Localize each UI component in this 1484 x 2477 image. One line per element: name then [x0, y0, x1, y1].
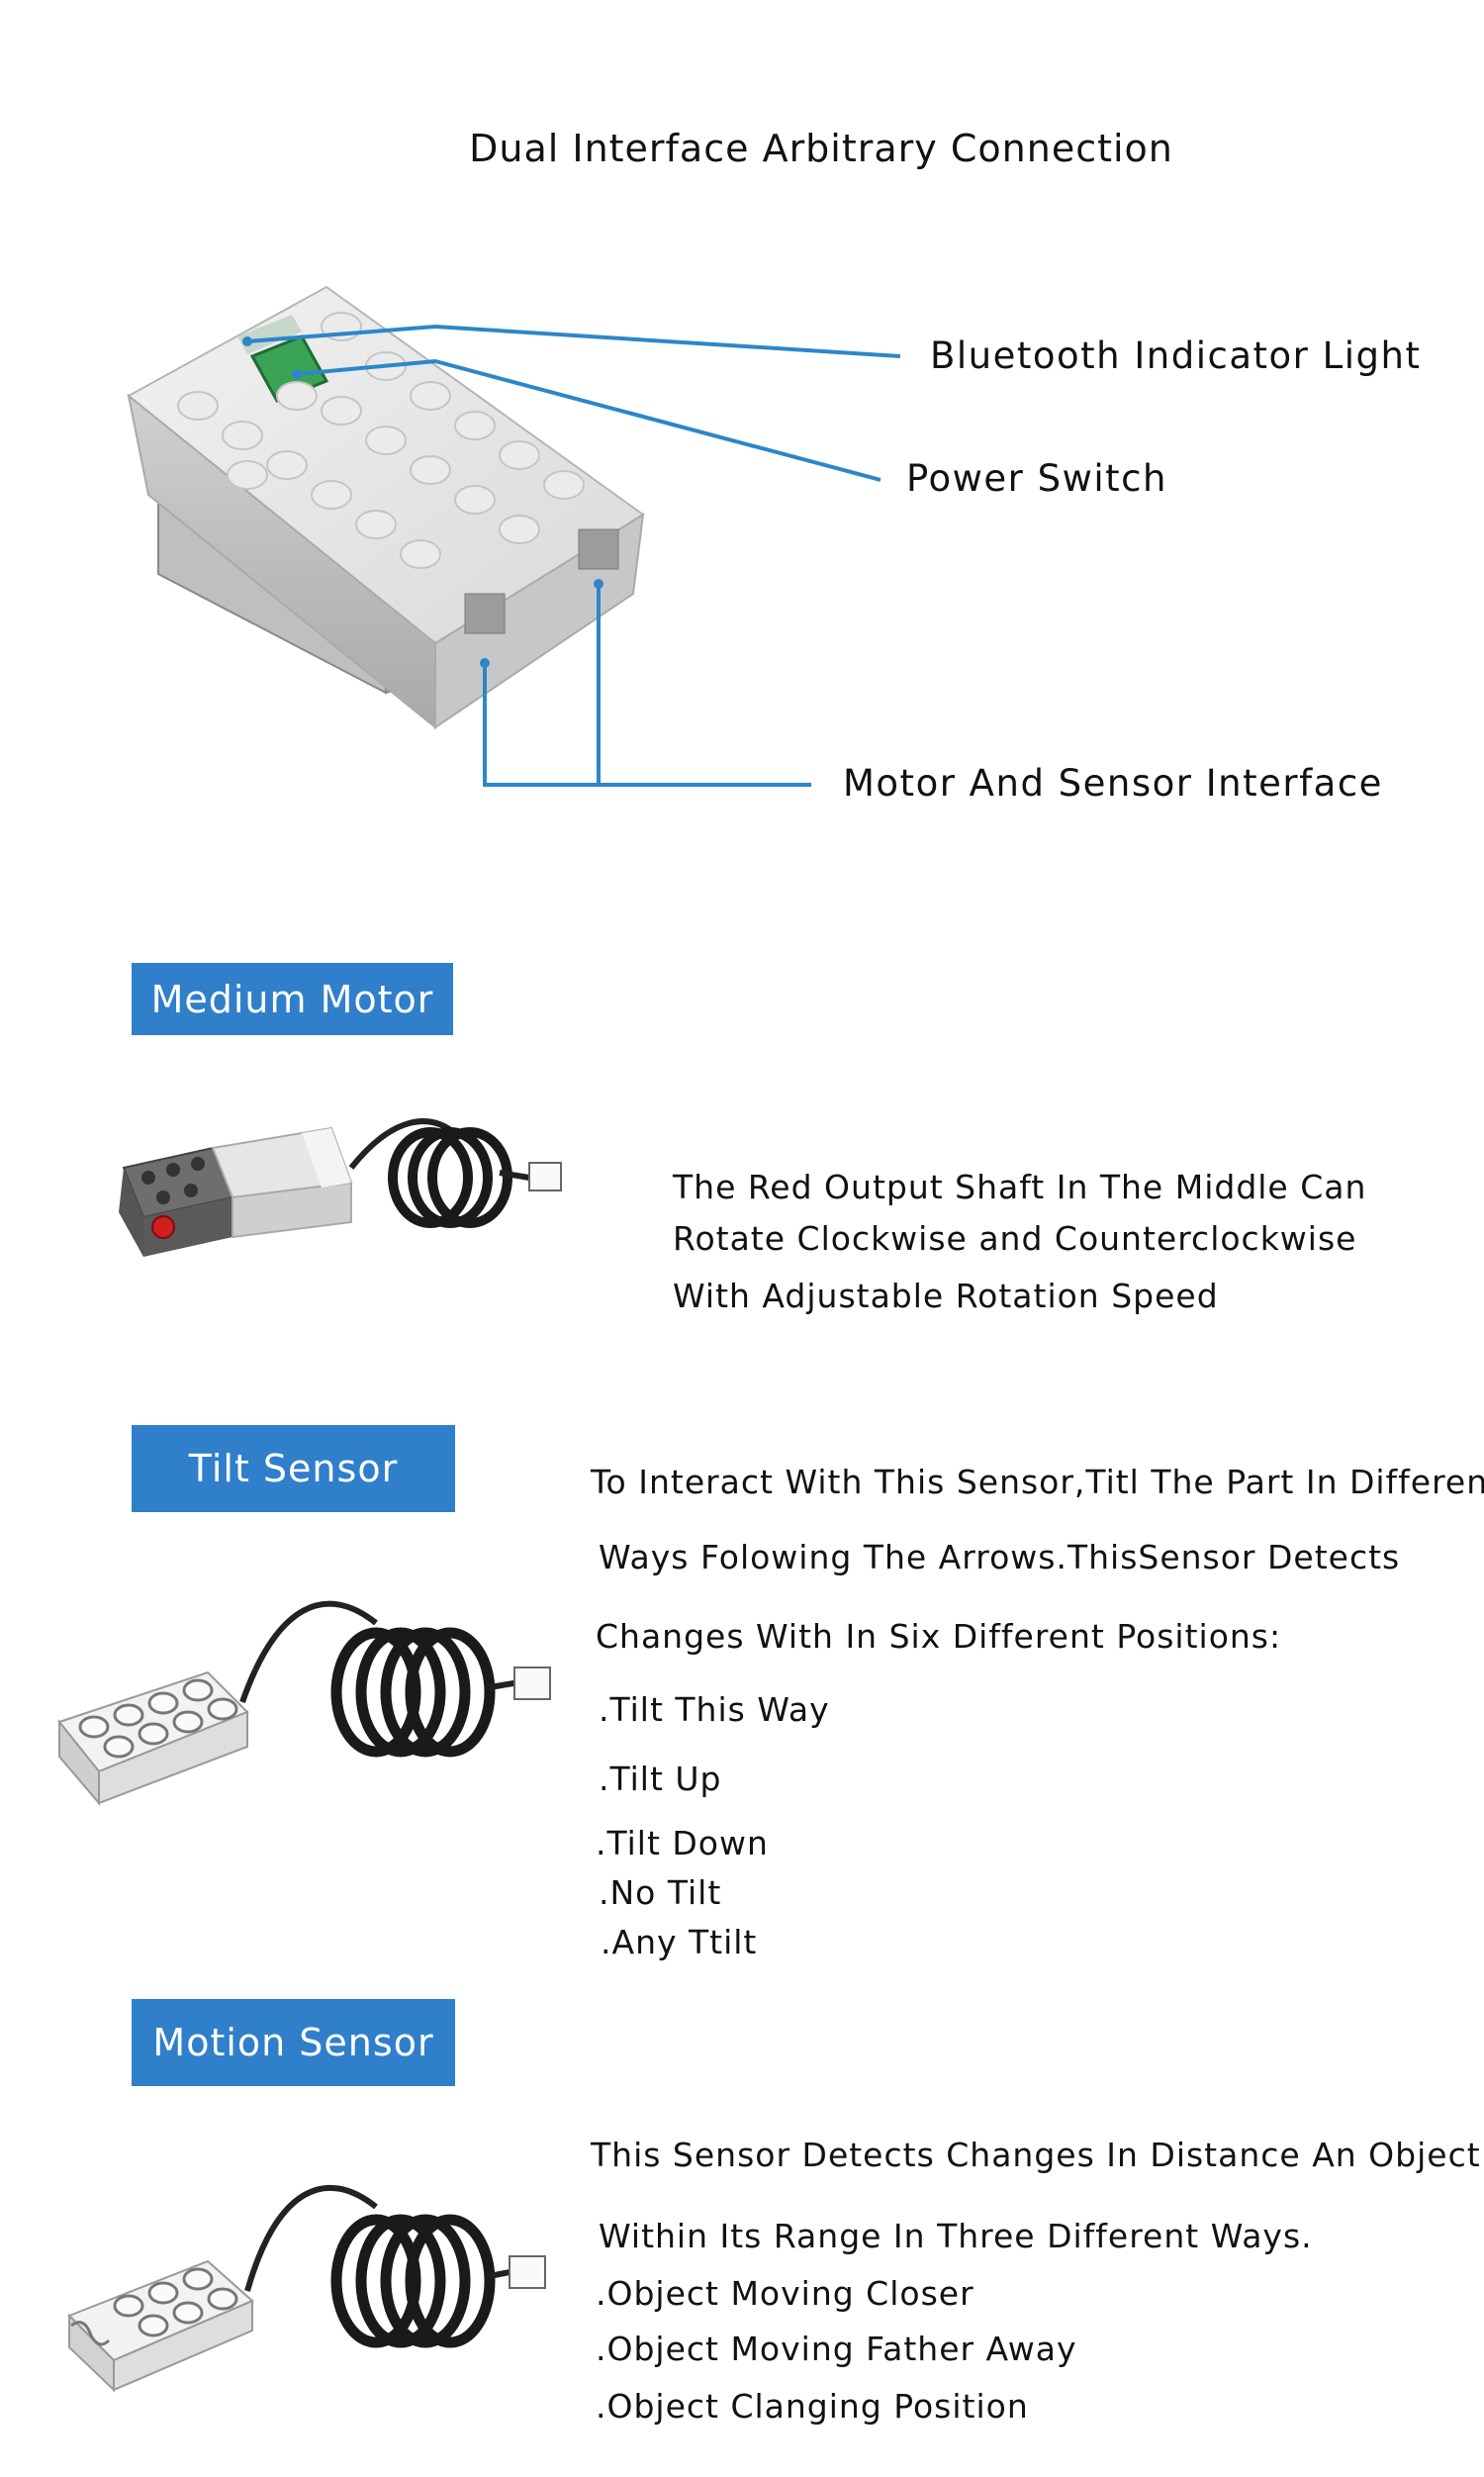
- page-title: Dual Interface Arbitrary Connection: [469, 127, 1173, 170]
- motion-sensor-line: .Object Moving Father Away: [596, 2330, 1077, 2368]
- bluetooth-indicator-label: Bluetooth Indicator Light: [930, 334, 1422, 377]
- motion-sensor-badge: Motion Sensor: [132, 1999, 455, 2086]
- tilt-sensor-line: .No Tilt: [599, 1873, 722, 1912]
- medium-motor-line: Rotate Clockwise and Counterclockwise: [673, 1219, 1357, 1258]
- tilt-sensor-line: .Tilt Down: [596, 1824, 769, 1862]
- medium-motor-line: The Red Output Shaft In The Middle Can: [673, 1168, 1367, 1206]
- tilt-sensor-image: [57, 1600, 551, 1806]
- motion-sensor-description: This Sensor Detects Changes In Distance …: [591, 2136, 1481, 2442]
- motor-sensor-interface-label: Motor And Sensor Interface: [843, 762, 1383, 805]
- smart-hub-image: [127, 285, 645, 730]
- tilt-sensor-line: .Any Ttilt: [601, 1923, 758, 1961]
- tilt-sensor-description: To Interact With This Sensor,Titl The Pa…: [591, 1463, 1484, 1967]
- motion-sensor-image: [67, 2184, 546, 2393]
- medium-motor-badge: Medium Motor: [132, 963, 453, 1035]
- hub-diagram: [127, 285, 901, 787]
- motion-sensor-line: .Object Moving Closer: [596, 2274, 974, 2313]
- power-switch-label: Power Switch: [906, 457, 1167, 500]
- motion-sensor-line: .Object Clanging Position: [596, 2387, 1029, 2426]
- tilt-sensor-line: .Tilt Up: [599, 1760, 722, 1798]
- tilt-sensor-line: Ways Folowing The Arrows.ThisSensor Dete…: [599, 1538, 1401, 1576]
- tilt-sensor-line: Changes With In Six Different Positions:: [596, 1617, 1282, 1656]
- motion-sensor-line: This Sensor Detects Changes In Distance …: [591, 2136, 1481, 2174]
- medium-motor-description: The Red Output Shaft In The Middle Can R…: [673, 1168, 1425, 1326]
- medium-motor-image: [119, 1118, 562, 1257]
- medium-motor-line: With Adjustable Rotation Speed: [673, 1277, 1219, 1315]
- tilt-sensor-line: .Tilt This Way: [599, 1690, 830, 1729]
- tilt-sensor-badge: Tilt Sensor: [132, 1425, 455, 1512]
- callout-lines: [246, 324, 901, 787]
- tilt-sensor-line: To Interact With This Sensor,Titl The Pa…: [591, 1463, 1484, 1501]
- motion-sensor-line: Within Its Range In Three Different Ways…: [599, 2217, 1313, 2255]
